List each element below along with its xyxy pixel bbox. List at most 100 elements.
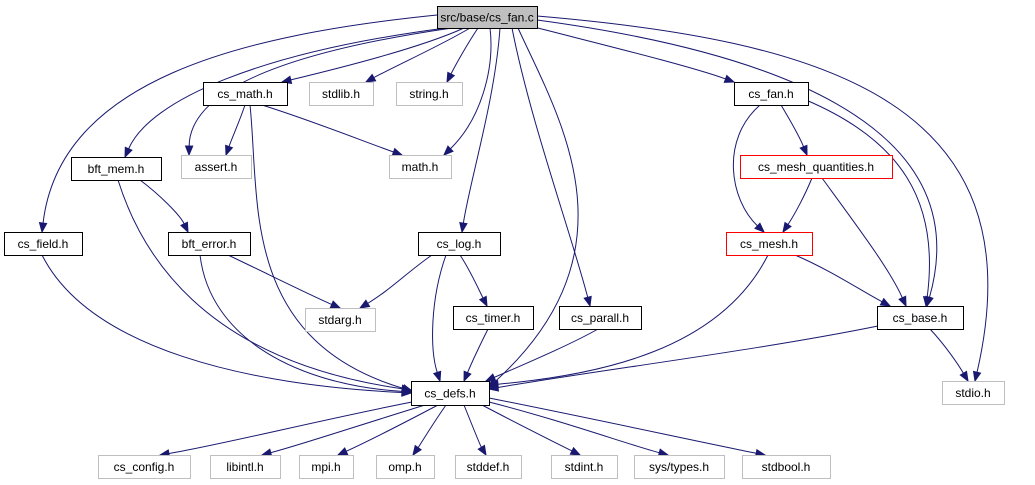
node-bft-error-h[interactable]: bft_error.h — [168, 232, 251, 256]
edge-cs-fan-c-to-stdlib-h — [364, 27, 471, 83]
node-box — [71, 157, 162, 181]
node-box — [210, 455, 281, 479]
edge-cs-math-h-to-math-h — [261, 104, 404, 156]
edge-cs-field-h-to-cs-defs-h — [41, 254, 413, 397]
node-label: cs_mesh_quantities.h — [758, 160, 874, 174]
edge-cs-log-h-to-cs-timer-h — [459, 254, 488, 308]
node-label: stdlib.h — [322, 87, 360, 101]
node-box — [453, 306, 534, 330]
edge-cs-timer-h-to-cs-defs-h — [463, 328, 489, 383]
node-omp-h: omp.h — [376, 455, 435, 479]
node-box — [299, 455, 354, 479]
node-box — [551, 455, 618, 479]
node-cs-math-h[interactable]: cs_math.h — [203, 82, 288, 106]
node-label: libintl.h — [226, 460, 263, 474]
node-cs-config-h: cs_config.h — [98, 455, 191, 479]
node-label: sys/types.h — [649, 460, 709, 474]
node-box — [418, 232, 501, 256]
node-cs-fan-h[interactable]: cs_fan.h — [734, 82, 809, 106]
edge-cs-fan-h-to-cs-mesh-quantities-h — [780, 104, 808, 157]
node-label: cs_parall.h — [571, 311, 629, 325]
node-label: bft_mem.h — [88, 162, 145, 176]
node-label: cs_base.h — [893, 311, 948, 325]
node-math-h: math.h — [389, 155, 452, 179]
node-box — [203, 82, 288, 106]
node-stdio-h: stdio.h — [942, 381, 1005, 405]
edge-cs-log-h-to-stdarg-h — [358, 254, 433, 309]
node-box — [559, 306, 642, 330]
node-label: math.h — [402, 160, 439, 174]
node-cs-field-h[interactable]: cs_field.h — [4, 232, 83, 256]
edge-cs-math-h-to-cs-defs-h — [249, 104, 414, 393]
node-stddef-h: stddef.h — [455, 455, 522, 479]
edge-cs-fan-c-to-assert-h — [184, 27, 453, 157]
node-label: assert.h — [195, 160, 238, 174]
node-box — [877, 306, 964, 330]
edge-bft-mem-h-to-cs-defs-h — [117, 179, 413, 393]
node-label: omp.h — [388, 460, 421, 474]
node-box — [376, 455, 435, 479]
node-label: cs_math.h — [217, 87, 272, 101]
node-label: stddef.h — [467, 460, 510, 474]
node-cs-base-h[interactable]: cs_base.h — [877, 306, 964, 330]
edge-cs-fan-c-to-cs-defs-h — [487, 27, 579, 389]
edge-cs-fan-c-to-stdio-h — [536, 15, 989, 383]
node-bft-mem-h[interactable]: bft_mem.h — [71, 157, 162, 181]
edge-cs-fan-c-to-cs-field-h — [38, 14, 438, 234]
node-cs-timer-h[interactable]: cs_timer.h — [453, 306, 534, 330]
node-box — [305, 308, 376, 332]
node-label: cs_field.h — [18, 237, 69, 251]
node-cs-parall-h[interactable]: cs_parall.h — [559, 306, 642, 330]
node-label: cs_defs.h — [424, 387, 475, 401]
node-box — [168, 232, 251, 256]
node-cs-mesh-quantities-h[interactable]: cs_mesh_quantities.h — [740, 155, 893, 179]
node-stdlib-h: stdlib.h — [309, 82, 374, 106]
node-cs-mesh-h[interactable]: cs_mesh.h — [726, 232, 813, 256]
edge-cs-fan-c-to-bft-mem-h — [124, 27, 447, 159]
edge-cs-fan-c-to-cs-log-h — [459, 27, 501, 234]
edge-cs-defs-h-to-stdbool-h — [488, 397, 767, 458]
node-box — [634, 455, 725, 479]
node-box — [98, 455, 191, 479]
node-box — [411, 381, 490, 406]
edge-cs-fan-c-to-string-h — [446, 27, 479, 84]
node-box — [437, 6, 538, 29]
edge-bft-error-h-to-stdarg-h — [227, 254, 342, 309]
node-label: stdarg.h — [318, 313, 361, 327]
node-box — [740, 155, 893, 179]
edge-cs-base-h-to-stdio-h — [929, 328, 969, 383]
node-box — [4, 232, 83, 256]
node-box — [742, 455, 831, 479]
node-label: cs_log.h — [437, 237, 482, 251]
edge-cs-defs-h-to-omp-h — [412, 404, 447, 457]
edge-cs-defs-h-to-stdint-h — [481, 404, 582, 456]
edge-cs-fan-c-to-cs-fan-h — [537, 27, 736, 83]
edge-cs-mesh-quantities-h-to-cs-base-h — [821, 177, 907, 308]
node-cs-defs-h[interactable]: cs_defs.h — [411, 381, 490, 406]
node-cs-log-h[interactable]: cs_log.h — [418, 232, 501, 256]
node-label: stdint.h — [565, 460, 604, 474]
node-label: cs_timer.h — [466, 311, 521, 325]
edge-cs-log-h-to-cs-defs-h — [432, 254, 447, 383]
node-label: string.h — [409, 87, 448, 101]
node-cs-fan-c[interactable]: src/base/cs_fan.c — [437, 6, 538, 29]
node-sys-types-h: sys/types.h — [634, 455, 725, 479]
node-box — [455, 455, 522, 479]
node-stdint-h: stdint.h — [551, 455, 618, 479]
edge-bft-mem-h-to-bft-error-h — [139, 179, 189, 234]
node-box — [726, 232, 813, 256]
node-box — [734, 82, 809, 106]
edge-cs-defs-h-to-libintl-h — [260, 404, 426, 457]
edge-cs-fan-c-to-cs-parall-h — [511, 27, 592, 308]
edge-cs-parall-h-to-cs-defs-h — [484, 328, 599, 382]
node-string-h: string.h — [396, 82, 463, 106]
node-box — [942, 381, 1005, 405]
edge-cs-fan-c-to-math-h — [443, 27, 492, 156]
edge-cs-fan-h-to-cs-base-h — [805, 99, 932, 308]
node-label: mpi.h — [311, 460, 340, 474]
node-label: cs_config.h — [114, 460, 175, 474]
node-mpi-h: mpi.h — [299, 455, 354, 479]
node-box — [309, 82, 374, 106]
edge-cs-defs-h-to-mpi-h — [336, 404, 439, 456]
